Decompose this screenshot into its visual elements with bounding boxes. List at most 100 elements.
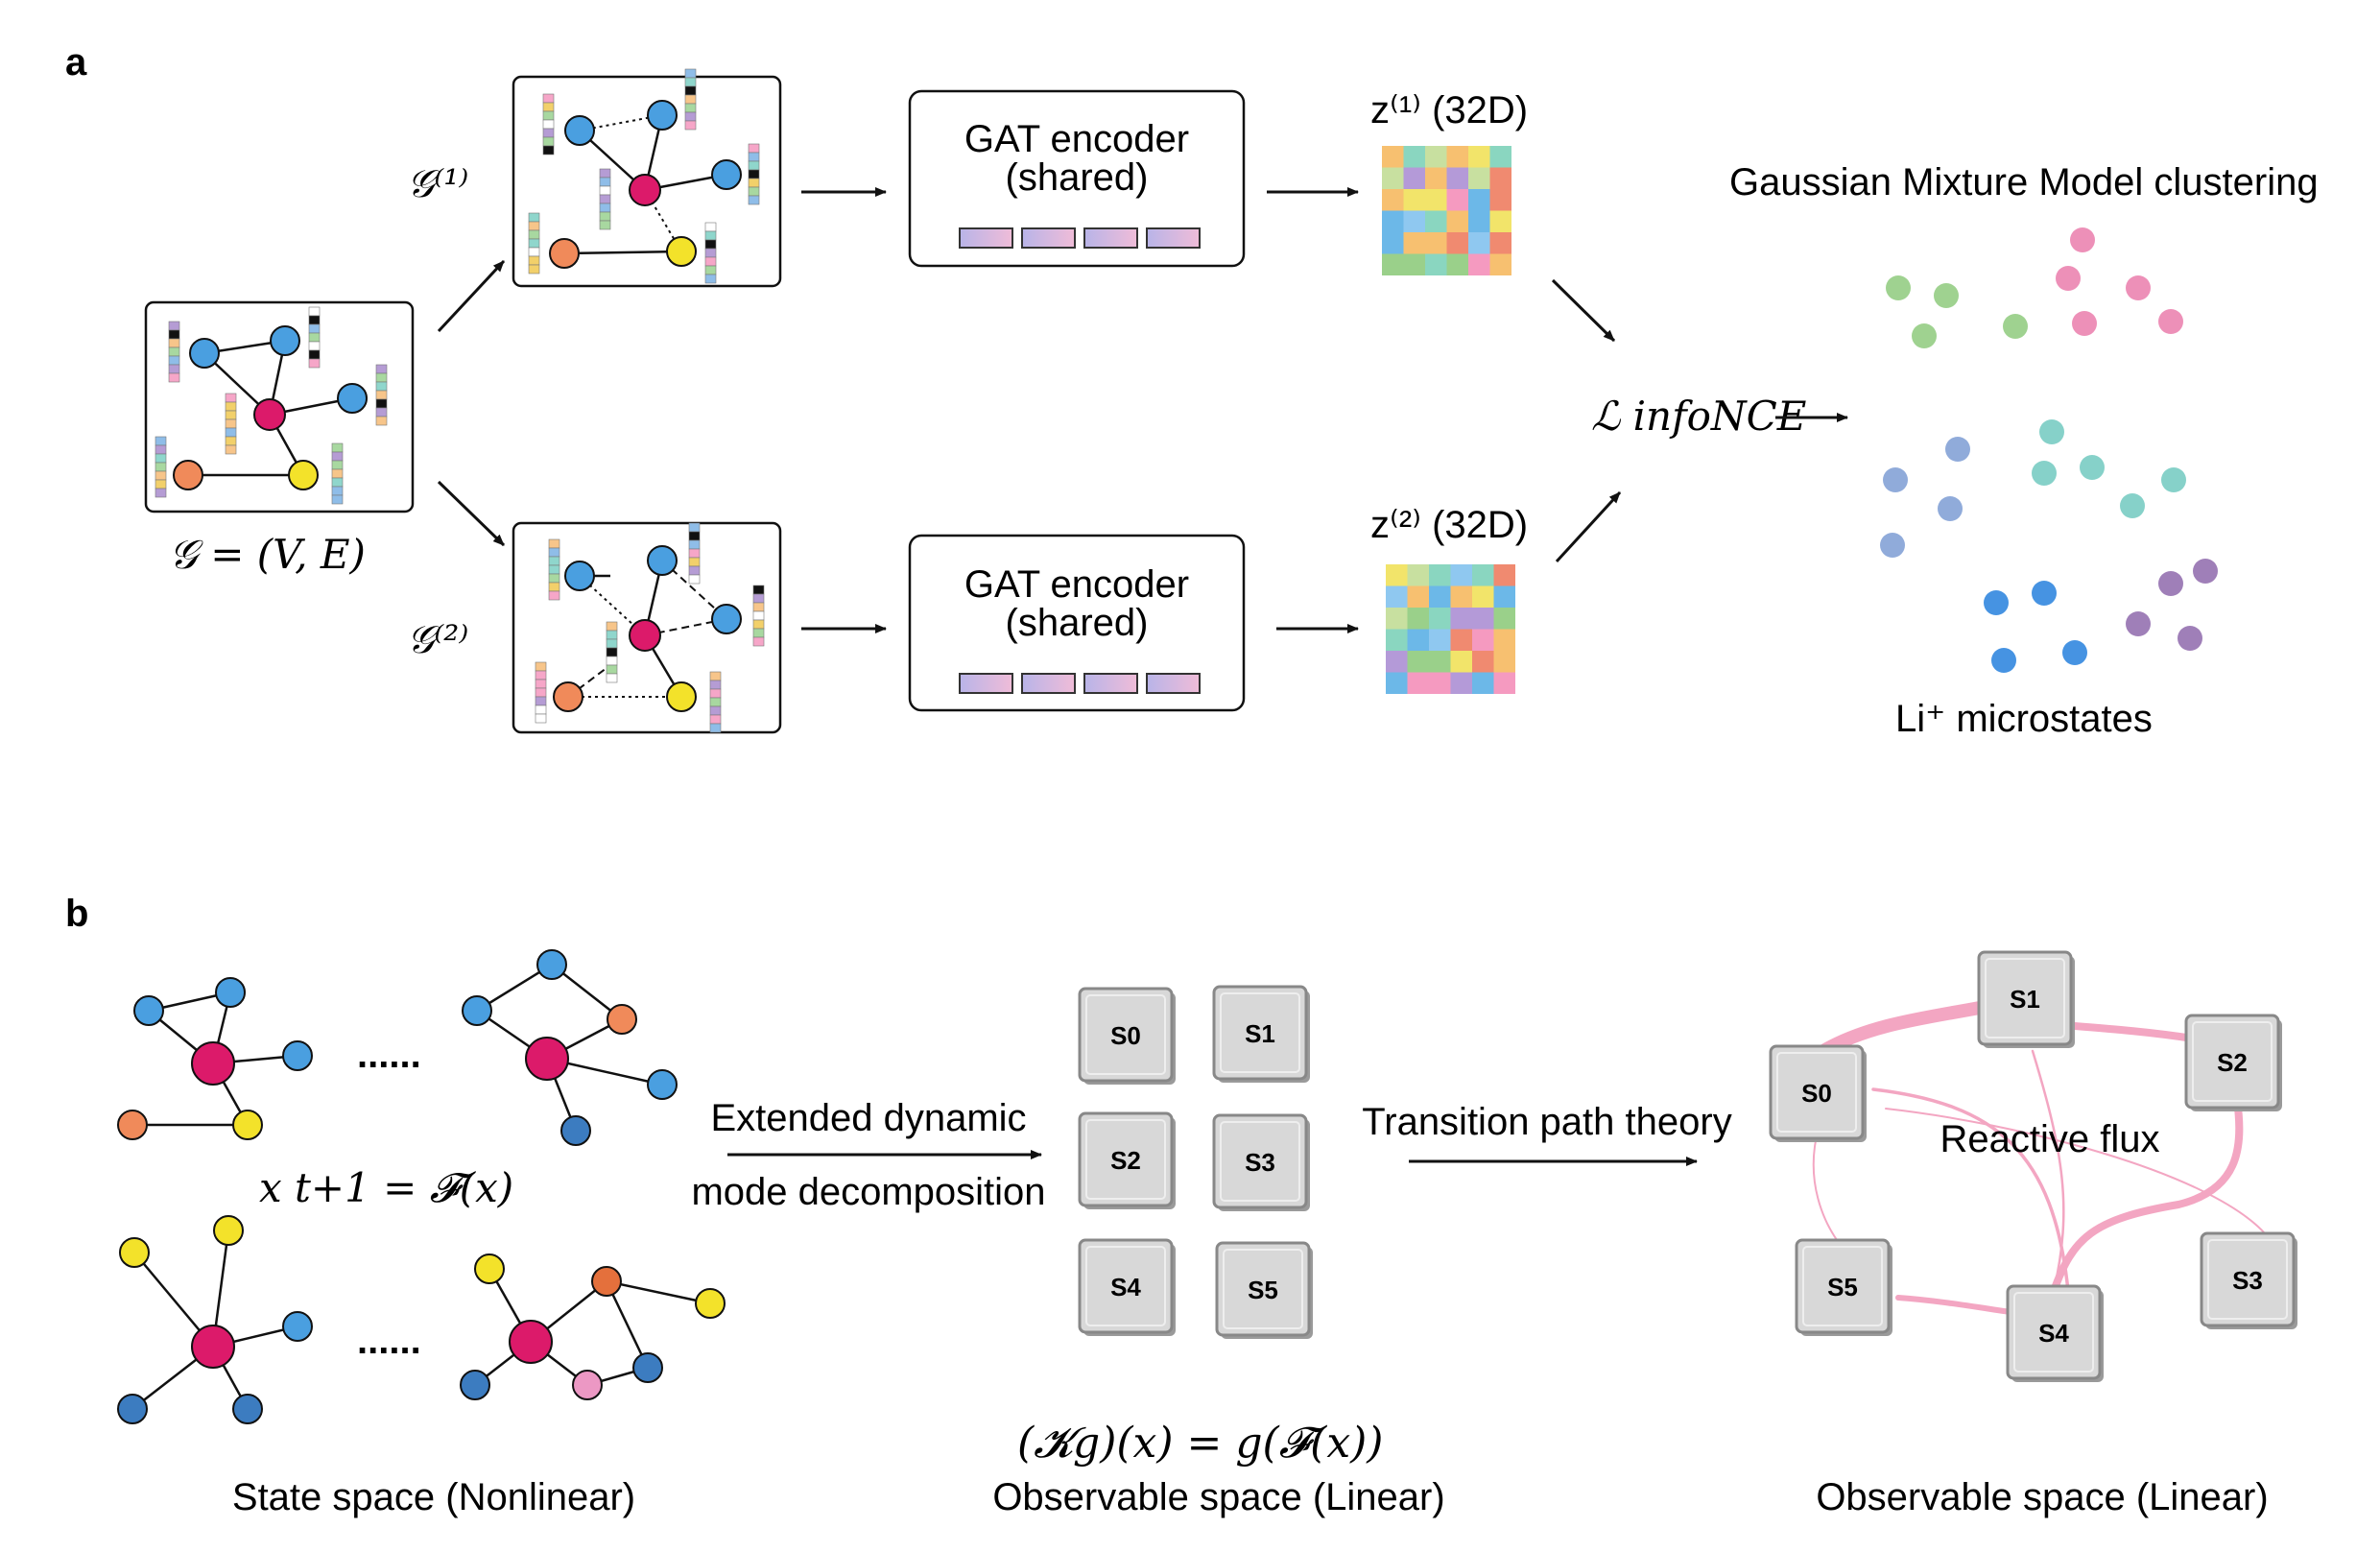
embedding-cell (1386, 629, 1408, 651)
embedding-cell (1472, 608, 1494, 630)
node-orange (591, 1266, 622, 1297)
feature-cell (548, 538, 560, 549)
observable-caption-mid: Observable space (Linear) (992, 1476, 1444, 1518)
feature-cell (748, 195, 760, 205)
panel-a: a 𝒢 = (V, E) (65, 41, 2319, 740)
state-label: S1 (2010, 985, 2040, 1014)
embedding-cell (1382, 189, 1404, 211)
embedding-cell (1425, 167, 1447, 189)
node-li (509, 1320, 553, 1364)
arrow-to-view2 (437, 480, 506, 547)
cluster-point (1886, 275, 1911, 300)
cluster-point (2056, 266, 2081, 291)
embedding-cell (1468, 210, 1490, 232)
feature-cell (542, 93, 555, 104)
feature-cell (606, 630, 618, 640)
cluster-point (2003, 314, 2028, 339)
node-darkblue (560, 1115, 591, 1146)
embedding-cell (1489, 253, 1511, 275)
node-yellow (119, 1237, 150, 1268)
feature-cell (599, 168, 611, 179)
node-orange (607, 1004, 637, 1035)
cluster-point (2039, 419, 2064, 444)
feature-cell (542, 145, 555, 155)
z1-label: z⁽¹⁾ (32D) (1370, 89, 1528, 131)
embedding-cell (1472, 564, 1494, 586)
state-graph-2 (462, 949, 678, 1146)
feature-cell (748, 178, 760, 188)
cluster-point (2072, 311, 2097, 336)
feature-bars (535, 522, 765, 733)
feature-cell (375, 407, 388, 418)
feature-cell (155, 488, 167, 498)
state-box-s4: S4 (1078, 1238, 1176, 1336)
node-blue (536, 949, 567, 980)
encoder-slot (959, 673, 1013, 694)
cluster-point (2080, 455, 2105, 480)
embedding-cell (1450, 651, 1472, 673)
feature-cell (709, 723, 722, 733)
embedding-cell (1429, 585, 1451, 608)
node-li (525, 1037, 569, 1081)
state-box-s1: S1 (1212, 985, 1310, 1083)
feature-cell (155, 436, 167, 446)
node-yellow (232, 1110, 263, 1140)
embedding-cell (1386, 585, 1408, 608)
embedding-grid-1 (1382, 146, 1511, 275)
embedding-cell (1472, 585, 1494, 608)
cluster-point (1912, 323, 1937, 348)
embedding-cell (1429, 629, 1451, 651)
state-space-caption: State space (Nonlinear) (232, 1476, 635, 1518)
embedding-cell (1450, 608, 1472, 630)
node-li (629, 174, 661, 206)
node-darkblue (632, 1352, 663, 1383)
input-graph (144, 300, 415, 513)
embedding-cell (1446, 253, 1468, 275)
cluster-point (1880, 533, 1905, 558)
arrow-to-view1 (437, 259, 506, 333)
cluster-point (2161, 467, 2186, 492)
embedding-cell (1446, 232, 1468, 254)
feature-cell (528, 221, 540, 231)
reactive-flux-label: Reactive flux (1940, 1118, 2160, 1160)
node-yellow (288, 460, 319, 490)
state-label: S5 (1827, 1273, 1858, 1301)
feature-bars (528, 68, 760, 284)
embedding-cell (1382, 232, 1404, 254)
feature-cell (168, 321, 180, 331)
feature-cell (308, 332, 321, 343)
embedding-cell (1403, 189, 1425, 211)
feature-cell (704, 256, 717, 267)
edmd-label-line2: mode decomposition (691, 1171, 1045, 1213)
embedding-cell (1403, 253, 1425, 275)
koopman-equation: (𝓚g)(x) = g(𝓕(x)) (1017, 1419, 1383, 1468)
feature-cell (168, 338, 180, 348)
embedding-cell (1403, 232, 1425, 254)
feature-cell (308, 349, 321, 360)
feature-cell (709, 680, 722, 690)
panel-b-label: b (65, 893, 88, 935)
feature-cell (375, 381, 388, 392)
feature-cell (225, 418, 237, 429)
feature-cell (155, 444, 167, 455)
ellipsis-1: ...... (357, 1034, 421, 1076)
embedding-cell (1472, 672, 1494, 694)
node-orange (117, 1110, 148, 1140)
node-blue (133, 995, 164, 1026)
embedding-cell (1386, 672, 1408, 694)
state-label: S4 (2038, 1319, 2069, 1348)
feature-cell (225, 401, 237, 412)
cluster-point (2178, 626, 2202, 651)
cluster-point (2126, 611, 2151, 636)
feature-cell (168, 329, 180, 340)
feature-cell (709, 714, 722, 725)
feature-cell (535, 713, 547, 724)
node-blue (711, 604, 742, 634)
embedding-cell (1386, 651, 1408, 673)
microstates-label: Li⁺ microstates (1895, 698, 2153, 740)
feature-cell (308, 315, 321, 325)
cluster-point (1883, 467, 1908, 492)
node-blue (647, 545, 678, 576)
cluster-point (1945, 437, 1970, 462)
